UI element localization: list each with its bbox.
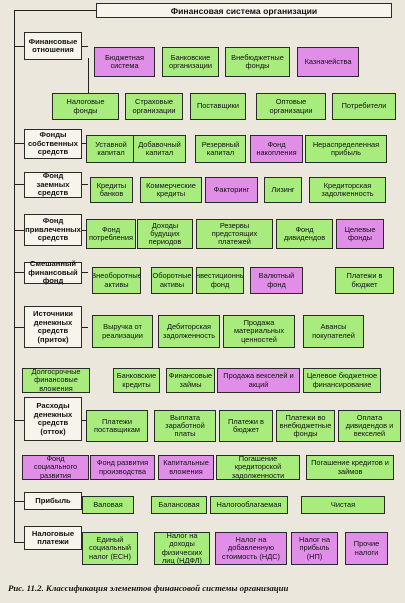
element-box: Платежи в бюджет [335, 267, 394, 294]
element-box: Оптовые организации [256, 93, 326, 120]
element-box: Налог на добавленную стоимость (НДС) [215, 532, 287, 565]
element-box: Поставщики [190, 93, 246, 120]
element-box: Уставной капитал [86, 135, 136, 163]
element-box: Доходы будущих периодов [137, 219, 193, 249]
element-box: Авансы покупателей [303, 315, 364, 348]
element-box: Банковские кредиты [113, 368, 160, 393]
element-box: Фонд дивидендов [276, 219, 333, 249]
diagram-title: Финансовая система организации [96, 3, 392, 18]
element-box: Продажа материальных ценностей [223, 315, 295, 348]
figure-caption: Рис. 11.2. Классификация элементов финан… [8, 583, 289, 593]
element-box: Резервы предстоящих платежей [196, 219, 273, 249]
element-box: Платежи во внебюджетные фонды [276, 410, 335, 442]
element-box: Фонд развития производства [90, 455, 155, 480]
element-box: Продажа векселей и акций [217, 368, 300, 393]
category-box: Фонд заемных средств [24, 171, 82, 198]
element-box: Факторинг [205, 177, 258, 203]
element-box: Платежи поставщикам [86, 410, 148, 442]
element-box: Внеоборотные активы [92, 267, 141, 294]
element-box: Целевые фонды [336, 219, 384, 249]
element-box: Добавочный капитал [133, 135, 186, 163]
element-box: Лизинг [264, 177, 302, 203]
element-box: Прочие налоги [345, 532, 388, 565]
element-box: Балансовая [151, 496, 207, 514]
element-box: Кредиты банков [90, 177, 133, 203]
element-box: Инвестиционный фонд [196, 267, 244, 294]
element-box: Налоговые фонды [52, 93, 119, 120]
element-box: Дебиторская задолженность [158, 315, 220, 348]
element-box: Долгосрочные финансовые вложения [22, 368, 90, 393]
element-box: Налог на прибыль (НП) [291, 532, 338, 565]
element-box: Налог на доходы физических лиц (НДФЛ) [154, 532, 210, 565]
element-box: Фонд социального развития [22, 455, 89, 480]
category-box: Фонды собственных средств [24, 129, 82, 159]
element-box: Платежи в бюджет [219, 410, 273, 442]
element-box: Страховые организации [125, 93, 183, 120]
element-box: Казначейства [297, 47, 359, 77]
element-box: Погашение кредиторской задолженности [216, 455, 300, 480]
element-box: Внебюджетные фонды [225, 47, 290, 77]
element-box: Фонд потребления [86, 219, 136, 249]
element-box: Валютный фонд [250, 267, 303, 294]
element-box: Валовая [82, 496, 134, 514]
category-box: Финансовые отношения [24, 32, 82, 60]
element-box: Нераспределенная прибыль [305, 135, 387, 163]
element-box: Кредиторская задолженность [309, 177, 386, 203]
element-box: Чистая [301, 496, 385, 514]
element-box: Капитальные вложения [158, 455, 214, 480]
element-box: Банковские организации [162, 47, 219, 77]
category-box: Источники денежных средств (приток) [24, 306, 82, 348]
category-box: Расходы денежных средств (отток) [24, 397, 82, 441]
element-box: Целевое бюджетное финансирование [303, 368, 381, 393]
category-box: Налоговые платежи [24, 526, 82, 550]
category-box: Фонд привлеченных средств [24, 214, 82, 246]
element-box: Резервный капитал [195, 135, 246, 163]
element-box: Оплата дивидендов и векселей [338, 410, 401, 442]
element-box: Финансовые займы [166, 368, 215, 393]
element-box: Налогооблагаемая [210, 496, 288, 514]
element-box: Оборотные активы [151, 267, 193, 294]
element-box: Выручка от реализации [92, 315, 153, 348]
element-box: Единый социальный налог (ЕСН) [82, 532, 138, 565]
category-box: Смешанный финансовый фонд [24, 259, 82, 285]
element-box: Фонд накопления [250, 135, 303, 163]
element-box: Погашение кредитов и займов [306, 455, 394, 480]
element-box: Потребители [332, 93, 396, 120]
element-box: Бюджетная система [94, 47, 155, 77]
element-box: Выплата заработной платы [154, 410, 216, 442]
element-box: Коммерческие кредиты [140, 177, 202, 203]
category-box: Прибыль [24, 492, 82, 510]
